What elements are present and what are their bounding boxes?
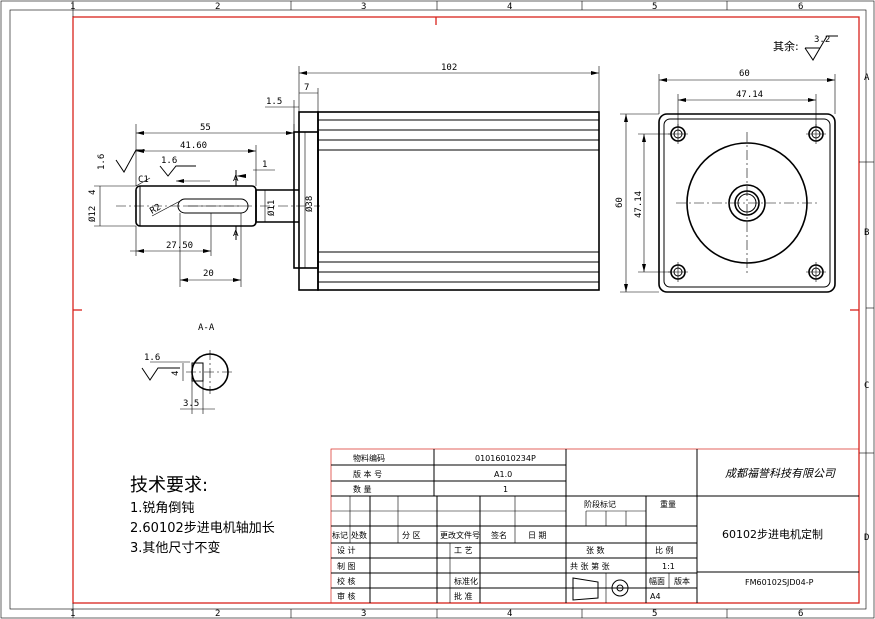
front-view: 60 47.14 60 47.14 <box>615 69 836 293</box>
col-label: 1 <box>70 2 75 12</box>
dim-55: 55 <box>200 123 211 133</box>
shaft-circle <box>728 184 766 222</box>
version-label: 版 本 号 <box>353 469 382 479</box>
roughness-value: 3.2 <box>814 35 830 45</box>
section-roughness: 1.6 <box>144 353 160 363</box>
sign-label: 制 图 <box>337 561 356 571</box>
col-label: 2 <box>215 2 220 12</box>
section-dim-3-5: 3.5 <box>183 399 199 409</box>
roughness-1-6: 1.6 <box>161 156 177 166</box>
title-block: 物料编码 01016010234P 版 本 号 A1.0 数 量 1 成都福誉科… <box>330 448 860 604</box>
version-value: A1.0 <box>494 470 512 479</box>
column-labels-bottom: 1 2 3 4 5 6 <box>70 609 803 619</box>
material-value: 01016010234P <box>475 454 536 463</box>
col-label: 6 <box>798 609 803 619</box>
motor-flange-plate <box>298 111 319 291</box>
section-mark-a: A <box>233 174 239 183</box>
mid-label: 标准化 <box>454 576 478 586</box>
row-label: B <box>864 228 869 238</box>
mounting-hole <box>668 262 688 282</box>
section-dim-4: 4 <box>171 371 181 376</box>
column-labels-top: 1 2 3 4 5 6 <box>70 2 803 12</box>
sign-label: 审 核 <box>337 591 356 601</box>
sign-label: 校 核 <box>337 576 356 586</box>
dim-width-60: 60 <box>739 69 750 79</box>
mounting-hole <box>806 262 826 282</box>
dim-102: 102 <box>441 63 457 73</box>
section-title: A-A <box>198 323 215 333</box>
weight-label: 重量 <box>660 499 676 509</box>
tech-req-item: 1.锐角倒钝 <box>130 501 194 516</box>
chamfer-c1: C1 <box>138 175 149 185</box>
product-name: 60102步进电机定制 <box>722 527 823 541</box>
scale-label: 比 例 <box>655 545 674 555</box>
qty-label: 数 量 <box>353 484 372 494</box>
col-label: 2 <box>215 609 220 619</box>
dim-4: 4 <box>88 190 98 195</box>
dim-d12: Ø12 <box>87 206 98 222</box>
dim-height-60: 60 <box>615 197 625 208</box>
sign-label: 设 计 <box>337 545 356 555</box>
side-view: A A 102 7 1.5 Ø38 55 41.60 1.6 <box>87 63 600 291</box>
section-a-a: A-A 1.6 4 3.5 <box>141 323 234 414</box>
col-label: 5 <box>652 609 657 619</box>
dim-7: 7 <box>304 83 309 93</box>
format-label: 幅面 <box>649 576 665 586</box>
rev-header: 分 区 <box>402 531 421 540</box>
tech-req-item: 3.其他尺寸不变 <box>130 540 220 556</box>
sheet-count: 共 张 第 张 <box>570 561 610 571</box>
dim-1-5: 1.5 <box>266 97 282 107</box>
dim-20: 20 <box>203 269 214 279</box>
material-label: 物料编码 <box>353 453 385 463</box>
flange-outline <box>658 113 836 293</box>
row-label: D <box>864 533 869 543</box>
rev-header: 签名 <box>491 530 507 540</box>
format-value: A4 <box>650 592 661 601</box>
dim-1: 1 <box>262 160 267 170</box>
rev-label: 版本 <box>674 576 690 586</box>
dim-d38: Ø38 <box>304 196 315 212</box>
stage-label: 阶段标记 <box>584 499 616 509</box>
scale-value: 1:1 <box>662 562 675 571</box>
dim-r2: R2 <box>149 203 163 217</box>
col-label: 4 <box>507 2 512 12</box>
rev-header: 处数 <box>351 530 367 540</box>
col-label: 6 <box>798 2 803 12</box>
dim-27-50: 27.50 <box>166 241 193 251</box>
tech-req-item: 2.60102步进电机轴加长 <box>130 521 275 536</box>
dim-d11: Ø11 <box>266 200 277 216</box>
mid-label: 批 准 <box>454 591 473 601</box>
row-label: C <box>864 381 869 391</box>
roughness-note: 其余: 3.2 <box>773 35 838 61</box>
roughness-1-6: 1.6 <box>97 154 107 170</box>
col-label: 3 <box>361 2 366 12</box>
rev-header: 标记 <box>332 530 348 540</box>
col-label: 3 <box>361 609 366 619</box>
company-name: 成都福誉科技有限公司 <box>725 467 836 480</box>
rev-header: 日 期 <box>528 531 547 540</box>
mid-label: 工 艺 <box>454 546 473 555</box>
roughness-label: 其余: <box>773 39 799 53</box>
tech-req-title: 技术要求: <box>130 475 208 496</box>
drawing-number: FM60102SJD04-P <box>745 578 814 587</box>
row-label: A <box>864 73 870 83</box>
row-labels-right: A B C D <box>864 73 870 543</box>
dim-width-47-14: 47.14 <box>736 90 763 100</box>
dim-41-60: 41.60 <box>180 141 207 151</box>
col-label: 5 <box>652 2 657 12</box>
qty-value: 1 <box>503 485 508 494</box>
dim-height-47-14: 47.14 <box>634 191 644 218</box>
technical-requirements: 技术要求: 1.锐角倒钝 2.60102步进电机轴加长 3.其他尺寸不变 <box>130 475 275 556</box>
col-label: 1 <box>70 609 75 619</box>
motor-body <box>317 111 600 291</box>
col-label: 4 <box>507 609 512 619</box>
section-mark-a: A <box>233 229 239 238</box>
rev-header: 更改文件号 <box>440 530 480 540</box>
sheets-label: 张 数 <box>586 545 605 555</box>
